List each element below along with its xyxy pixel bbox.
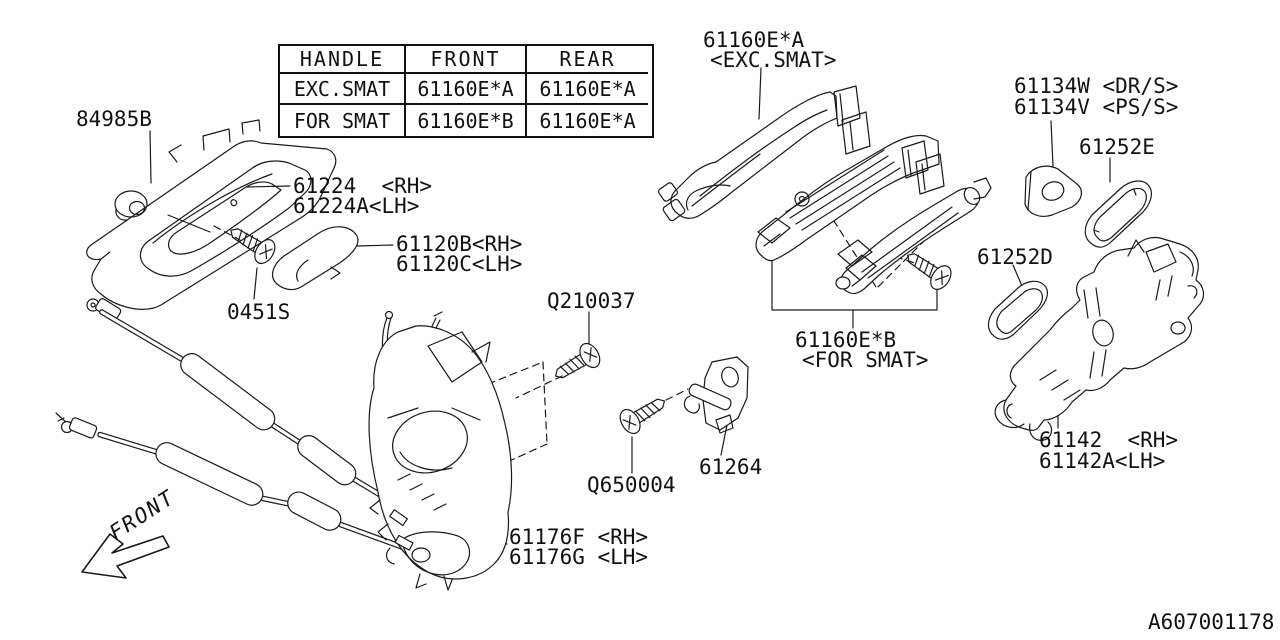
outer-handle-for-smat-drawing (835, 177, 992, 295)
clip-grommet-drawing (114, 190, 148, 221)
door-checker-drawing (683, 356, 749, 434)
label-61120-rh: 61120B<RH> (396, 232, 523, 256)
table-cell: 61160E*A (406, 74, 527, 105)
label-q650004: Q650004 (587, 473, 676, 497)
label-61120-lh: 61120C<LH> (396, 252, 523, 276)
gasket-front-drawing (1084, 180, 1152, 248)
door-lock-cables-drawing (55, 298, 407, 550)
label-61160e-b: 61160E*B (795, 328, 897, 352)
label-0451s: 0451S (227, 300, 291, 324)
table-header-front: FRONT (406, 46, 527, 74)
label-61160e-b-note: <FOR SMAT> (802, 348, 929, 372)
outer-handle-exc-smat-drawing (658, 85, 871, 222)
screw-q650004-icon (615, 389, 672, 438)
label-61160e-a: 61160E*A (703, 28, 805, 52)
gasket-rear-drawing (987, 280, 1048, 340)
label-61176-lh: 61176G <LH> (509, 545, 649, 569)
label-61224-lh: 61224A<LH> (293, 194, 420, 218)
label-q210037: Q210037 (547, 289, 636, 313)
door-latch-assembly-drawing (368, 310, 513, 591)
label-61134v: 61134V <PS/S> (1014, 95, 1179, 119)
label-61252e: 61252E (1079, 135, 1155, 159)
label-84985b: 84985B (76, 107, 152, 131)
label-61142-rh: 61142 <RH> (1039, 428, 1179, 452)
handle-variant-table: HANDLE FRONT REAR EXC.SMAT 61160E*A 6116… (278, 44, 654, 138)
label-61142-lh: 61142A<LH> (1039, 449, 1166, 473)
handle-cap-drawing (1024, 165, 1082, 217)
label-61134w: 61134W <DR/S> (1014, 74, 1179, 98)
table-cell: 61160E*A (539, 108, 636, 133)
label-61160e-a-note: <EXC.SMAT> (710, 48, 837, 72)
front-direction-arrow-icon (81, 533, 170, 579)
table-cell: EXC.SMAT (280, 74, 406, 105)
label-61176-rh: 61176F <RH> (509, 525, 649, 549)
table-header-handle: HANDLE (280, 46, 406, 74)
label-61224-rh: 61224 <RH> (293, 174, 433, 198)
outer-handle-middle-drawing (755, 134, 945, 262)
table-header-rear: REAR (527, 46, 648, 74)
screw-q210037-icon (548, 339, 605, 388)
door-handle-cover-drawing (86, 119, 337, 310)
handle-frame-drawing (994, 236, 1205, 441)
table-cell: 61160E*B (406, 105, 527, 136)
table-cell: 61160E*A (527, 74, 648, 105)
leader-lines (149, 67, 1111, 545)
diagram-code: A607001178 (1148, 610, 1275, 634)
label-61264: 61264 (699, 455, 763, 479)
label-61252d: 61252D (977, 245, 1053, 269)
table-cell: FOR SMAT (280, 105, 406, 136)
handle-pad-drawing (271, 226, 359, 291)
